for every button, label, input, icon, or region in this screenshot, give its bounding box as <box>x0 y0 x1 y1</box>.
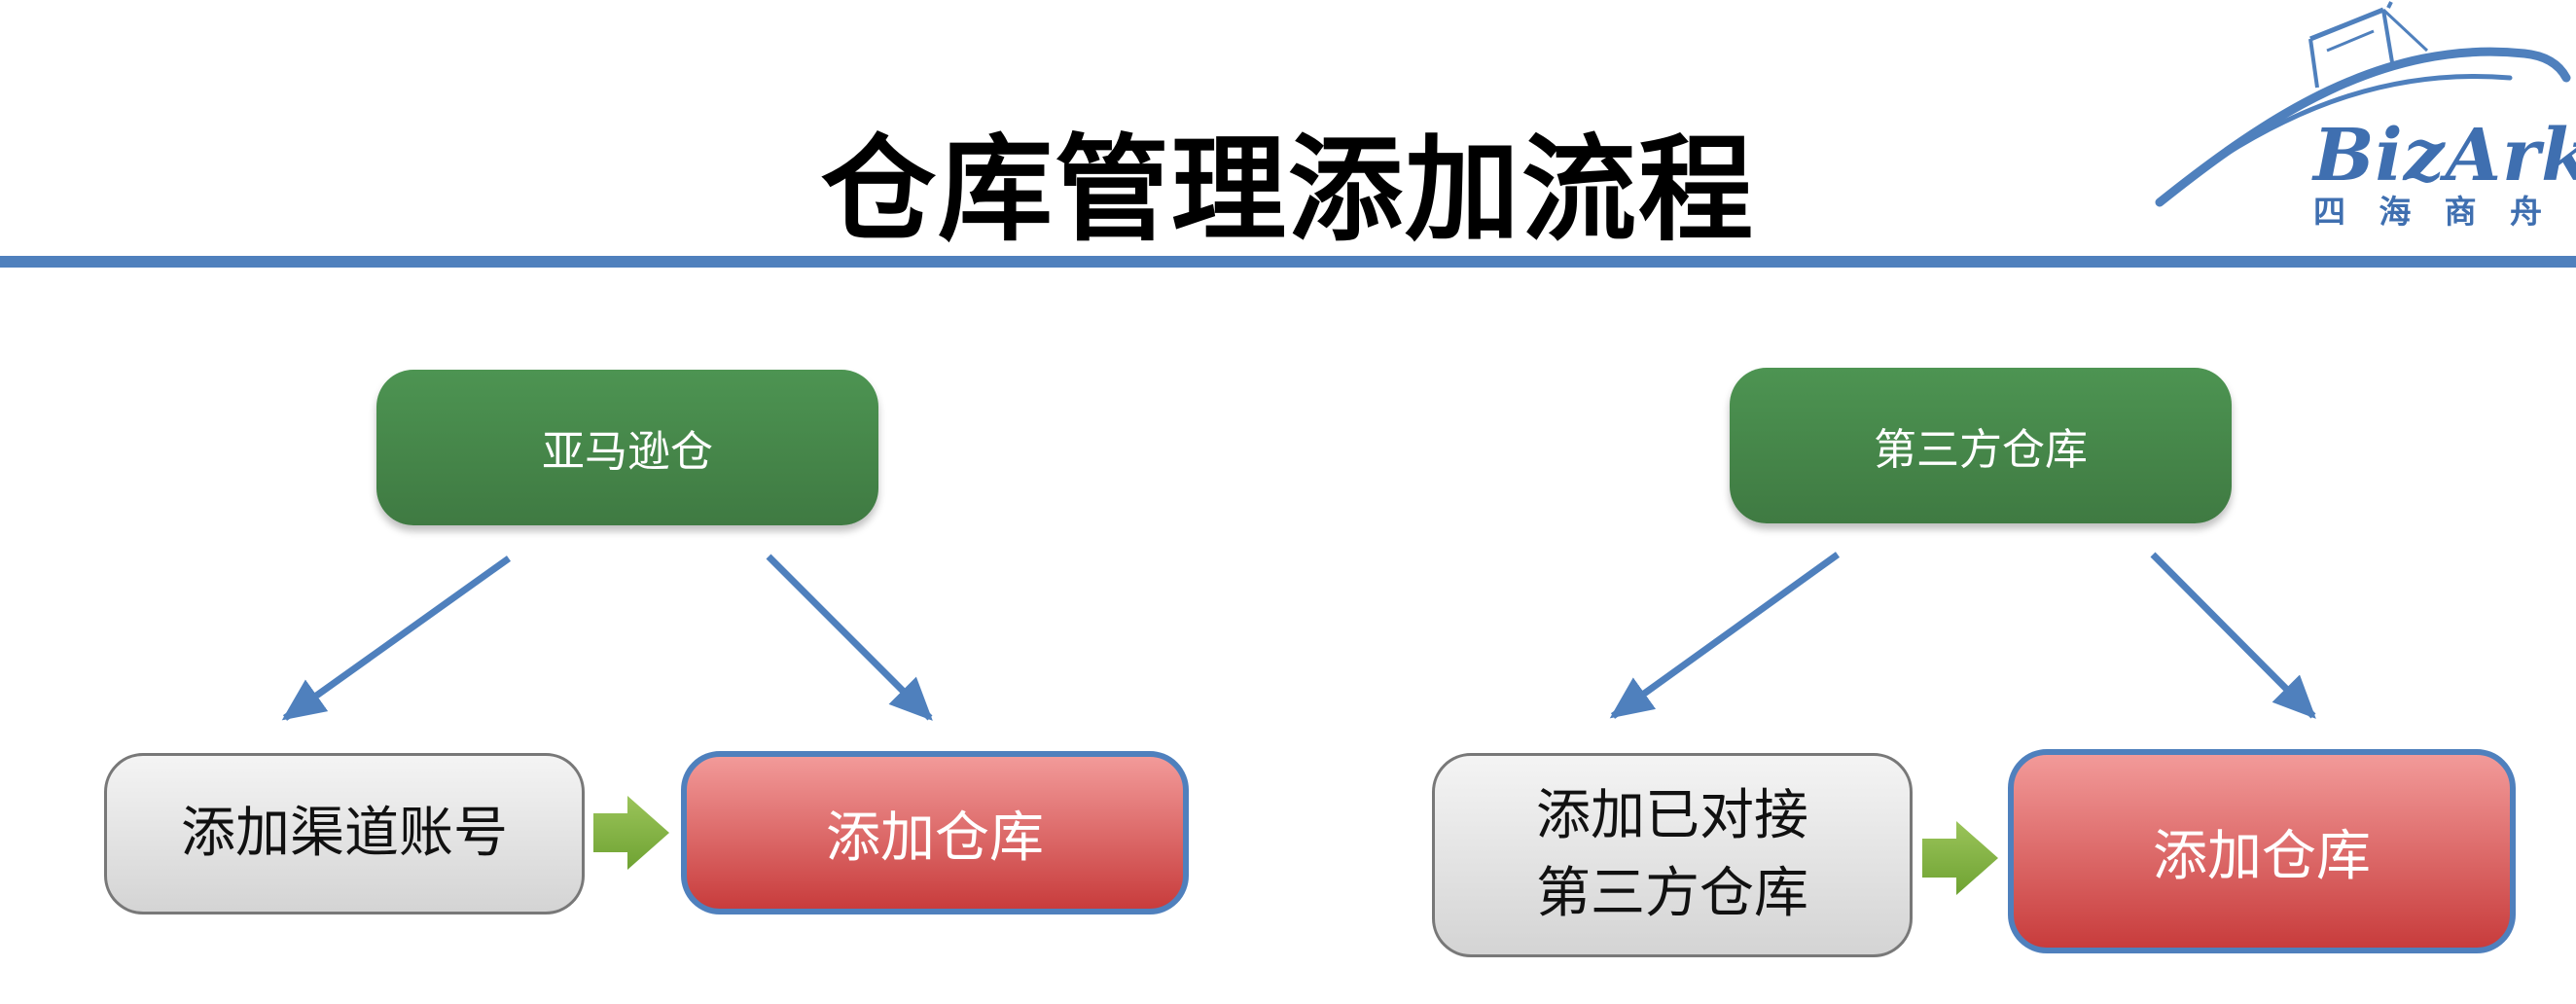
logo-subtitle-char: 海 <box>2379 193 2412 231</box>
logo-brand-text: BizArk <box>2313 114 2576 197</box>
bizark-logo: BizArk 四 海 商 舟 <box>2150 0 2576 243</box>
title-divider <box>0 256 2576 268</box>
third-party-warehouse-box: 第三方仓库 <box>1730 368 2232 523</box>
logo-subtitle-char: 商 <box>2444 193 2477 231</box>
add-connected-third-party-line1: 添加已对接 <box>1536 784 1808 847</box>
third-party-warehouse-label: 第三方仓库 <box>1874 425 2088 475</box>
arrow-thirdparty-to-warehouse <box>2150 552 2316 719</box>
arrow-amazon-to-account <box>281 556 512 721</box>
add-warehouse-box-right: 添加仓库 <box>2008 749 2516 953</box>
add-connected-third-party-box: 添加已对接 第三方仓库 <box>1432 753 1913 957</box>
add-channel-account-box: 添加渠道账号 <box>104 753 585 914</box>
logo-subtitle: 四 海 商 舟 <box>2313 193 2542 232</box>
logo-subtitle-char: 舟 <box>2509 193 2542 231</box>
arrow-thirdparty-to-connected <box>1609 552 1841 719</box>
green-right-arrow-left <box>593 796 669 870</box>
add-channel-account-label: 添加渠道账号 <box>181 802 508 865</box>
add-connected-third-party-line2: 第三方仓库 <box>1536 862 1808 925</box>
add-warehouse-label-left: 添加仓库 <box>826 806 1044 870</box>
green-right-arrow-right <box>1922 821 1998 895</box>
amazon-warehouse-box: 亚马逊仓 <box>376 370 878 525</box>
add-warehouse-box-left: 添加仓库 <box>681 751 1189 914</box>
add-warehouse-label-right: 添加仓库 <box>2153 824 2371 888</box>
logo-subtitle-char: 四 <box>2313 193 2345 231</box>
page-title: 仓库管理添加流程 <box>820 123 1755 257</box>
amazon-warehouse-label: 亚马逊仓 <box>542 427 713 477</box>
arrow-amazon-to-warehouse <box>766 554 933 721</box>
ship-icon <box>2155 1 2571 207</box>
